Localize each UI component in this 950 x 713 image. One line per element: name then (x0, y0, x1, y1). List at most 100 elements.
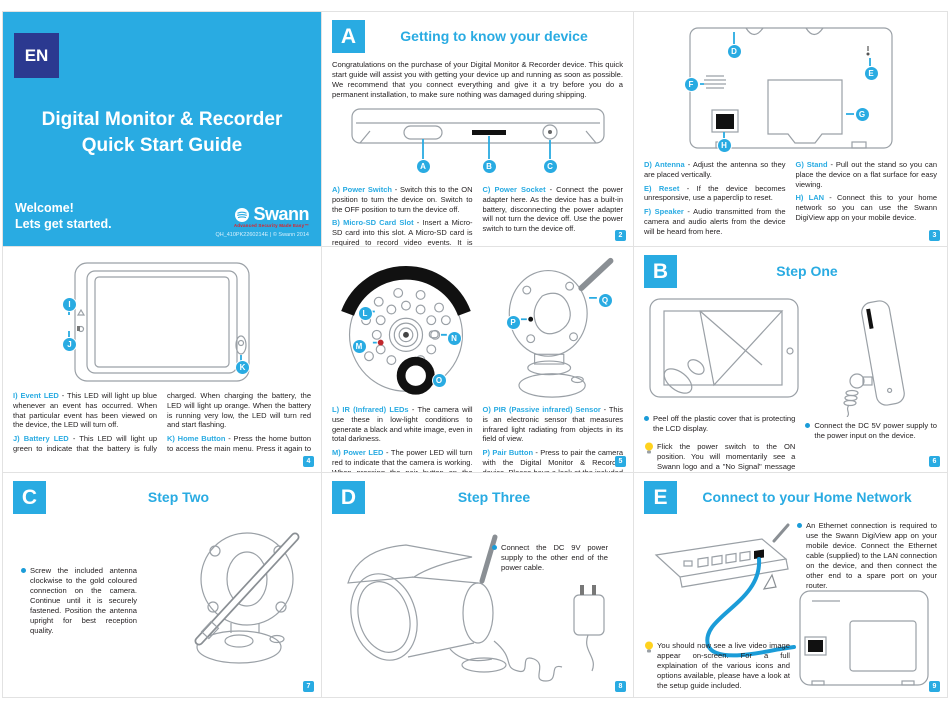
cover-title: Digital Monitor & Recorder Quick Start G… (3, 107, 321, 158)
callout-d: D (726, 44, 742, 59)
panel-device-front: I J K I) Event LED - This LED will light… (3, 247, 322, 473)
step-two-bullet: Screw the included antenna clockwise to … (21, 566, 137, 636)
callout-k: K (235, 360, 250, 375)
caption-power-led: M) Power LED - The power LED will turn r… (332, 448, 473, 473)
camera-power-art (347, 534, 605, 682)
page-number: 4 (303, 456, 314, 467)
page-number: 8 (615, 681, 626, 692)
welcome-line2: Lets get started. (15, 216, 112, 231)
caption-power-switch: A) Power Switch - Switch this to the ON … (332, 185, 473, 214)
panel-a-intro: Congratulations on the purchase of your … (332, 60, 623, 100)
peel-film-art (649, 298, 799, 398)
callout-h: H (716, 138, 732, 153)
home-network-figure: An Ethernet connection is required to us… (644, 521, 937, 693)
bulb-icon (645, 641, 653, 653)
cover-footer-code: QH_410PK2260214E | © Swann 2014 (215, 232, 309, 238)
section-letter-b: B (644, 255, 677, 288)
callout-c: C (542, 159, 558, 175)
panel-b-header: B Step One (644, 255, 937, 291)
panel-device-back: D E F G H D) Antenna - Adjust the antenn… (634, 12, 947, 247)
callout-e: E (863, 66, 879, 81)
cover-title-line1: Digital Monitor & Recorder (41, 109, 283, 130)
camera-side-diagram: P Q (486, 255, 626, 401)
callout-i: I (62, 297, 77, 312)
caption-pir-sensor: O) PIR (Passive infrared) Sensor - This … (482, 405, 624, 444)
callout-f: F (683, 77, 699, 92)
callout-a: A (415, 159, 431, 175)
page-number: 5 (615, 456, 626, 467)
page-number: 7 (303, 681, 314, 692)
section-letter-a: A (332, 20, 365, 53)
router-connection-art (654, 523, 929, 686)
panel-cover: EN Digital Monitor & Recorder Quick Star… (3, 12, 322, 247)
caption-antenna: D) Antenna - Adjust the antenna so they … (644, 160, 786, 179)
caption-microsd-slot: B) Micro-SD Card Slot - Insert a Micro-S… (332, 218, 473, 247)
bullet-icon (797, 523, 802, 528)
welcome-text: Welcome! Lets get started. (15, 200, 112, 233)
bullet-icon (805, 423, 811, 428)
callout-q: Q (597, 293, 613, 308)
callout-o: O (431, 373, 447, 388)
page-number: 3 (929, 230, 940, 241)
panel-camera-captions: L) IR (Infrared) LEDs - The camera will … (332, 405, 624, 473)
monitor-bottom-art (350, 108, 605, 160)
panel-d-title: Step Three (457, 489, 531, 505)
camera-front-art (340, 265, 471, 395)
callout-p: P (505, 315, 521, 330)
panel-a-captions: A) Power Switch - Switch this to the ON … (332, 185, 624, 247)
step-three-figure: Connect the DC 9V power supply to the ot… (332, 521, 623, 687)
caption-power-socket: C) Power Socket - Connect the power adap… (482, 185, 624, 234)
panel-a-title: Getting to know your device (400, 28, 588, 44)
monitor-back-diagram: D E F G H (676, 22, 906, 156)
section-letter-d: D (332, 481, 365, 514)
panel-front-captions: I) Event LED - This LED will light up bl… (13, 391, 311, 463)
panel-e-home-network: E Connect to your Home Network (634, 473, 947, 697)
caption-home-button: K) Home Button - Press the home button t… (167, 434, 311, 453)
panel-d-header: D Step Three (332, 481, 623, 517)
panel-camera-details: L M N O P (322, 247, 634, 473)
bulb-icon (645, 442, 653, 454)
panel-a-getting-to-know: A Getting to know your device Congratula… (322, 12, 634, 247)
callout-n: N (446, 331, 462, 346)
panel-c-title: Step Two (147, 489, 210, 505)
caption-reset: E) Reset - If the device becomes unrespo… (644, 183, 786, 203)
brand-tagline: Advanced Security Made Easy™ (233, 223, 309, 228)
callout-b: B (481, 159, 497, 175)
home-network-bullet: An Ethernet connection is required to us… (797, 521, 937, 591)
monitor-back-art (688, 27, 893, 149)
callout-l: L (357, 306, 373, 321)
quick-start-guide-page: E N Digital Monitor & Recorder Quick Star… (2, 11, 948, 698)
screw-antenna-art (194, 532, 300, 664)
bullet-icon (644, 416, 649, 421)
panel-b-step-one: B Step One Peel off the plastic cover th… (634, 247, 947, 473)
caption-stand: G) Stand - Pull out the stand so you can… (795, 160, 938, 189)
bullet-icon (492, 545, 497, 550)
section-letter-c: C (13, 481, 46, 514)
connect-power-art (843, 300, 906, 417)
bullet-icon (21, 567, 26, 573)
caption-speaker: F) Speaker - Audio transmitted from the … (644, 207, 786, 236)
caption-event-led: I) Event LED - This LED will light up bl… (13, 391, 157, 430)
swann-logo: Swann Advanced Security Made Easy™ QH_41… (215, 204, 309, 238)
panel-c-header: C Step Two (13, 481, 311, 517)
monitor-bottom-diagram: A B C (338, 105, 618, 181)
callout-j: J (62, 337, 77, 352)
panel-e-header: E Connect to your Home Network (644, 481, 937, 517)
step-three-bullet: Connect the DC 9V power supply to the ot… (492, 543, 608, 573)
section-letter-e: E (644, 481, 677, 514)
panel-c-step-two: C Step Two Screw the included antenna cl… (3, 473, 322, 697)
camera-side-art (508, 257, 613, 398)
home-network-tip: You should now see a live video image ap… (644, 641, 790, 691)
callout-m: M (351, 339, 367, 354)
caption-ir-leds: L) IR (Infrared) LEDs - The camera will … (332, 405, 473, 444)
step-one-tip: Flick the power switch to the ON positio… (644, 442, 795, 472)
panel-e-title: Connect to your Home Network (702, 489, 912, 505)
page-number: 2 (615, 230, 626, 241)
cover-title-line2: Quick Start Guide (81, 134, 243, 156)
panel-back-captions: D) Antenna - Adjust the antenna so they … (644, 160, 937, 240)
panel-d-step-three: D Step Three Connect the DC 9 (322, 473, 634, 697)
step-one-bullet-2: Connect the DC 5V power supply to the po… (805, 421, 937, 441)
caption-lan: H) LAN - Connect this to your home netwo… (795, 193, 938, 222)
step-one-bullet-1: Peel off the plastic cover that is prote… (644, 414, 795, 434)
callout-g: G (854, 107, 870, 122)
